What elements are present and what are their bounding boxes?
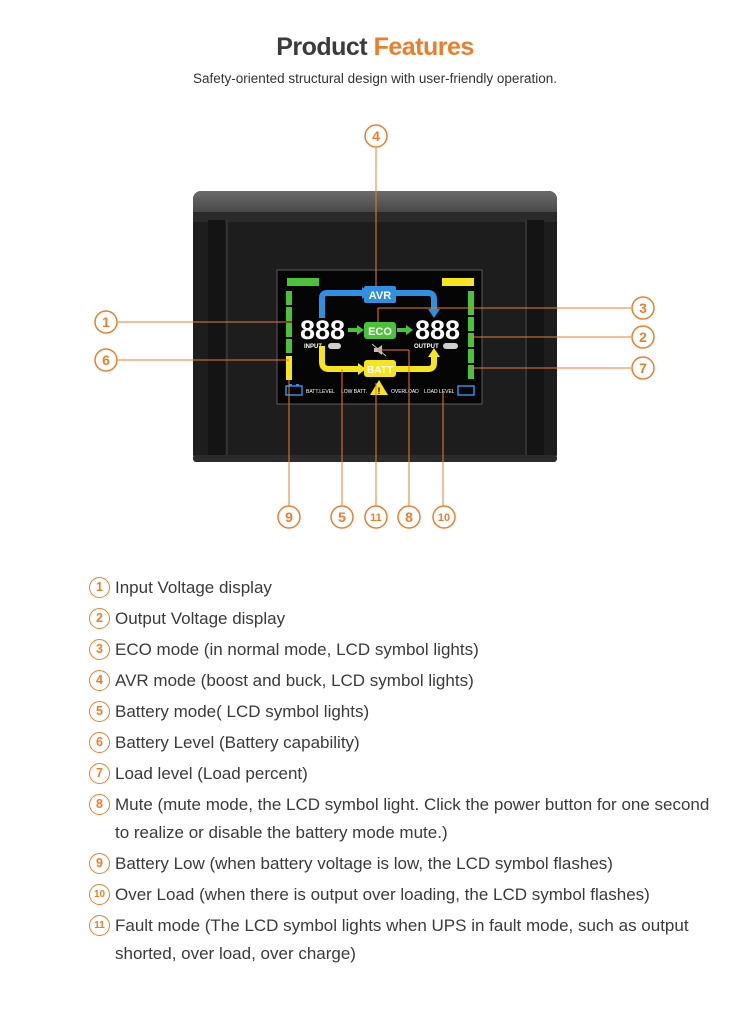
callout-4: 4	[364, 124, 388, 148]
feature-text: ECO mode (in normal mode, LCD symbol lig…	[115, 640, 479, 659]
feature-number: 10	[89, 884, 110, 905]
input-voltage-digits: 888	[300, 315, 345, 345]
lcd-diagram: AVR 888 888 ECO INPUT OUTPUT BATT	[94, 124, 655, 529]
batt-symbol	[364, 360, 396, 377]
svg-text:!: !	[378, 386, 381, 396]
input-label: INPUT	[304, 344, 322, 350]
list-item: 4 AVR mode (boost and buck, LCD symbol li…	[88, 667, 728, 695]
feature-text: Output Voltage display	[115, 609, 286, 628]
feature-text: Load level (Load percent)	[115, 764, 308, 783]
load-icon	[457, 385, 475, 396]
battery-level-bars	[286, 291, 292, 380]
feature-list: 1 Input Voltage display 2 Output Voltage d…	[88, 574, 728, 971]
page-subtitle: Safety-oriented structural design with u…	[193, 71, 557, 86]
svg-text:7: 7	[639, 360, 647, 376]
callout-6: 6	[94, 348, 118, 372]
page-title: Product Features	[0, 33, 750, 62]
list-item: 10 Over Load (when there is output over l…	[88, 881, 728, 909]
list-item: 9 Battery Low (when battery voltage is lo…	[88, 850, 728, 878]
feature-number: 9	[89, 853, 110, 874]
callout-5: 5	[330, 505, 354, 529]
load-level-bars	[468, 291, 474, 379]
avr-symbol	[364, 286, 396, 303]
callout-11: 11	[364, 505, 388, 529]
svg-text:11: 11	[370, 512, 382, 524]
svg-text:10: 10	[438, 512, 450, 524]
callout-8: 8	[397, 505, 421, 529]
feature-text: Mute (mute mode, the LCD symbol light. C…	[115, 795, 710, 842]
feature-text: AVR mode (boost and buck, LCD symbol lig…	[115, 671, 474, 690]
output-indicator-bar	[442, 278, 474, 286]
svg-text:4: 4	[372, 128, 380, 144]
svg-text:2: 2	[639, 329, 647, 345]
callout-7: 7	[631, 356, 655, 380]
list-item: 1 Input Voltage display	[88, 574, 728, 602]
eco-symbol	[364, 322, 396, 339]
svg-text:6: 6	[102, 352, 110, 368]
avr-label: AVR	[369, 290, 391, 302]
feature-text: Battery mode( LCD symbol lights)	[115, 702, 370, 721]
list-item: 5 Battery mode( LCD symbol lights)	[88, 698, 728, 726]
battery-flow-arrow	[319, 346, 359, 372]
batt-level-label: BATT.LEVEL	[306, 389, 335, 395]
callout-1: 1	[94, 310, 118, 334]
callout-3: 3	[631, 296, 655, 320]
battery-icon	[285, 385, 303, 396]
load-level-label: LOAD LEVEL	[424, 389, 455, 395]
eco-label: ECO	[368, 326, 392, 338]
input-indicator-bar	[287, 278, 319, 286]
feature-number: 3	[89, 639, 110, 660]
list-item: 3 ECO mode (in normal mode, LCD symbol li…	[88, 636, 728, 664]
feature-text: Over Load (when there is output over loa…	[115, 885, 650, 904]
list-item: 2 Output Voltage display	[88, 605, 728, 633]
output-voltage-digits: 888	[415, 315, 460, 345]
overload-label: OVERLOAD	[391, 389, 419, 395]
output-label: OUTPUT	[414, 344, 439, 350]
feature-number: 7	[89, 763, 110, 784]
feature-text: Battery Level (Battery capability)	[115, 733, 360, 752]
svg-text:1: 1	[102, 314, 110, 330]
feature-number: 2	[89, 608, 110, 629]
title-word-product: Product	[276, 33, 368, 61]
avr-flow-arrow	[319, 290, 362, 318]
callout-leader-lines	[118, 148, 631, 506]
feature-text: Input Voltage display	[115, 578, 272, 597]
svg-text:9: 9	[285, 509, 293, 525]
low-batt-label: LOW BATT.	[341, 389, 367, 395]
feature-text: Battery Low (when battery voltage is low…	[115, 854, 613, 873]
list-item: 7 Load level (Load percent)	[88, 760, 728, 788]
feature-number: 1	[89, 577, 110, 598]
feature-number: 6	[89, 732, 110, 753]
feature-number: 5	[89, 701, 110, 722]
svg-text:3: 3	[639, 300, 647, 316]
feature-number: 11	[89, 915, 110, 936]
feature-text: Fault mode (The LCD symbol lights when U…	[115, 916, 689, 963]
svg-text:8: 8	[405, 509, 413, 525]
callout-10: 10	[432, 505, 456, 529]
fault-warning-icon	[370, 380, 388, 395]
callout-2: 2	[631, 325, 655, 349]
callout-9: 9	[277, 505, 301, 529]
feature-number: 4	[89, 670, 110, 691]
lcd-screen: AVR 888 888 ECO INPUT OUTPUT BATT	[276, 269, 483, 405]
title-word-features: Features	[373, 33, 475, 61]
svg-text:5: 5	[338, 509, 346, 525]
feature-number: 8	[89, 794, 110, 815]
list-item: 6 Battery Level (Battery capability)	[88, 729, 728, 757]
batt-label: BATT	[367, 365, 393, 376]
